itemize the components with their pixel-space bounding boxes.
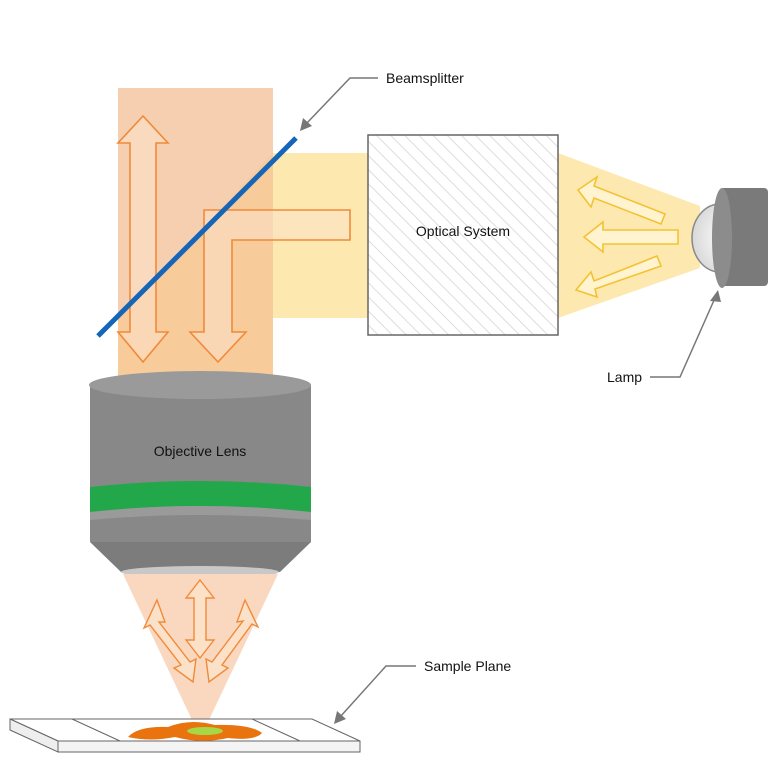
- lamp-arrow-middle: [582, 220, 679, 254]
- cone-arrow-center: [184, 578, 216, 660]
- beamsplitter-callout-line: [305, 77, 378, 125]
- lamp-callout-line: [650, 297, 716, 378]
- sample-plane-callout-line: [339, 665, 416, 718]
- objective-lens: [89, 371, 311, 578]
- lamp-icon: [691, 188, 768, 288]
- lamp-callout-arrowhead: [710, 290, 721, 302]
- lamp-arrow-upper: [576, 174, 667, 226]
- lamp-arrow-lower: [574, 254, 663, 299]
- objective-lens-label: Objective Lens: [154, 443, 247, 459]
- sample-specimen-center: [187, 727, 223, 735]
- lamp-label: Lamp: [607, 369, 642, 385]
- excitation-path-arrow: [188, 209, 351, 364]
- cone-arrow-right: [205, 598, 260, 684]
- optical-system-label: Optical System: [416, 223, 510, 239]
- beamsplitter-label: Beamsplitter: [386, 70, 464, 86]
- sample-plane-callout-arrowhead: [334, 711, 346, 724]
- cone-arrow-left: [142, 598, 197, 684]
- optical-system-box: [367, 134, 559, 336]
- beamsplitter: [96, 136, 298, 338]
- beamsplitter-callout-arrowhead: [300, 118, 312, 131]
- sample-plane-label: Sample Plane: [424, 658, 511, 674]
